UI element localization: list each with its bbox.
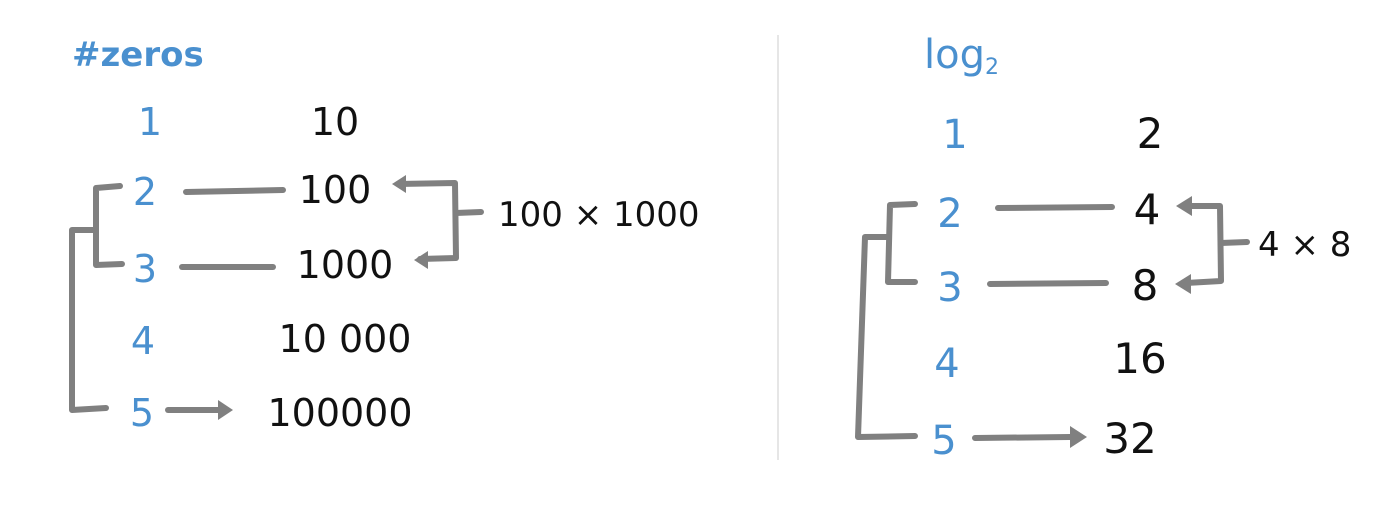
- left-value-5: 100000: [267, 391, 412, 435]
- product-bracket: [1183, 203, 1224, 286]
- arrowhead-icon: [392, 175, 406, 193]
- left-index-4: 4: [131, 319, 155, 363]
- product-stub: [453, 209, 484, 216]
- left-product: 100 × 1000: [498, 195, 700, 235]
- right-value-2: 4: [1134, 185, 1161, 234]
- outer-bracket: [855, 234, 918, 440]
- right-value-4: 16: [1113, 334, 1166, 383]
- arrowhead-icon: [414, 251, 428, 269]
- right-title-subscript: 2: [985, 55, 999, 80]
- right-index-1: 1: [942, 112, 967, 158]
- right-index-4: 4: [934, 341, 959, 387]
- right-value-5: 32: [1103, 414, 1156, 463]
- left-title: #zeros: [72, 35, 204, 75]
- right-value-3: 8: [1132, 261, 1159, 310]
- arrowhead-icon: [1175, 274, 1191, 294]
- right-index-5: 5: [931, 418, 956, 464]
- right-index-2: 2: [937, 191, 962, 237]
- arrowhead-icon: [218, 400, 233, 420]
- outer-bracket: [69, 227, 109, 413]
- connector-line: [183, 187, 286, 195]
- right-value-1: 2: [1137, 109, 1164, 158]
- inner-bracket: [93, 183, 125, 268]
- connector-line: [995, 204, 1115, 211]
- arrowhead-icon: [1070, 426, 1087, 448]
- left-panel: #zeros 1 2 3 4 5 10 100 1000 10 000 1000…: [69, 35, 700, 435]
- right-index-3: 3: [937, 265, 962, 311]
- right-panel: log2 1 2 3 4 5 2 4 8 16 32 4 × 8: [855, 32, 1351, 464]
- product-bracket: [395, 180, 459, 262]
- arrowhead-icon: [1176, 196, 1192, 216]
- connector-line: [987, 280, 1109, 287]
- left-value-4: 10 000: [279, 317, 412, 361]
- right-title: log2: [924, 32, 999, 80]
- right-title-text: log: [924, 32, 985, 78]
- left-value-3: 1000: [297, 243, 394, 287]
- left-index-1: 1: [138, 100, 162, 144]
- product-stub: [1218, 239, 1250, 246]
- left-index-2: 2: [133, 170, 157, 214]
- left-index-3: 3: [133, 247, 157, 291]
- inner-bracket: [885, 201, 918, 285]
- arrow-5-to-value: [972, 434, 1073, 441]
- right-product: 4 × 8: [1258, 225, 1351, 265]
- left-value-1: 10: [311, 100, 359, 144]
- left-index-5: 5: [130, 391, 154, 435]
- left-value-2: 100: [299, 168, 372, 212]
